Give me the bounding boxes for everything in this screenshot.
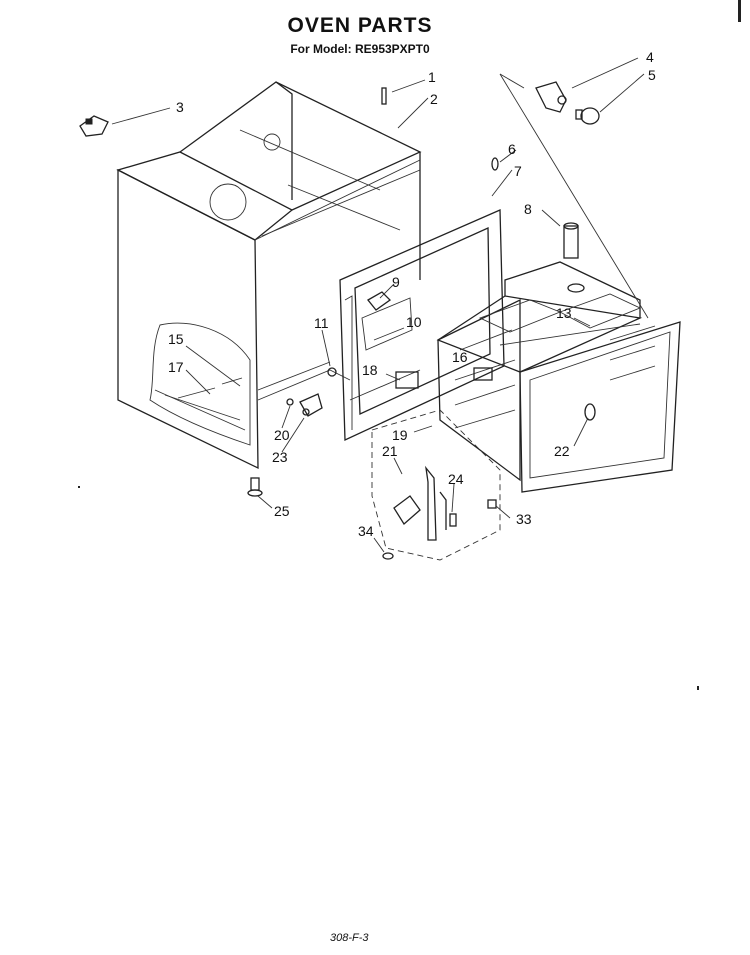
part-19-vent-tube: [563, 222, 585, 293]
callout-labels: 1 2 3 4 5 6 7 8 9 10 11 13 15 16 17 18 1…: [168, 49, 656, 539]
part-20-vent: [473, 367, 493, 381]
part-17-light-lens: [584, 403, 596, 421]
cabinet-body: [116, 81, 422, 470]
scan-dot: [697, 686, 699, 690]
callout-4: 7: [514, 163, 522, 179]
callout-6: 11: [314, 315, 329, 331]
callout-16: 21: [382, 443, 398, 459]
callout-20: 16: [452, 349, 468, 365]
part-25-bracket: [367, 291, 392, 311]
callout-5: 10: [406, 314, 422, 330]
callout-15: 13: [556, 305, 572, 321]
part-16-hinge-receiver: [371, 409, 501, 561]
part-34-screw: [491, 157, 499, 171]
callout-13: 24: [448, 471, 464, 487]
callout-18: 18: [362, 362, 378, 378]
part-10-lamp-socket: [535, 81, 567, 113]
scan-edge-mark: [738, 0, 741, 22]
callout-8: 23: [272, 449, 288, 465]
callout-21: 33: [516, 511, 532, 527]
part-3-leveling-leg: [247, 477, 263, 497]
part-2-screw: [381, 87, 387, 105]
callout-22: 34: [358, 523, 374, 539]
callout-3: 25: [274, 503, 290, 519]
part-4-front-frame: [339, 209, 505, 442]
part-6-grommet: [327, 367, 337, 377]
callout-9: 19: [392, 427, 408, 443]
callout-24: 15: [168, 331, 184, 347]
leader-lines: [111, 57, 649, 553]
page-code: 308-F-3: [330, 932, 369, 944]
page-title: OVEN PARTS: [287, 14, 433, 37]
callout-25: 9: [392, 274, 400, 290]
model-subtitle: For Model: RE953PXPT0: [290, 42, 430, 56]
callout-7: 20: [274, 427, 290, 443]
callout-19: 8: [524, 201, 532, 217]
callout-10: 4: [646, 49, 654, 65]
part-15-oven-liner: [436, 261, 681, 493]
callout-2: 1: [428, 69, 436, 85]
callout-17: 22: [554, 443, 570, 459]
callout-33: 3: [176, 99, 184, 115]
callout-1: 2: [430, 91, 438, 107]
scan-dot: [78, 486, 80, 488]
callout-23: 17: [168, 359, 184, 375]
part-7-8-hinge: [286, 393, 323, 417]
part-33-switch: [79, 115, 109, 137]
callout-34: 6: [508, 141, 516, 157]
callout-11: 5: [648, 67, 656, 83]
part-11-bulb: [575, 107, 600, 125]
